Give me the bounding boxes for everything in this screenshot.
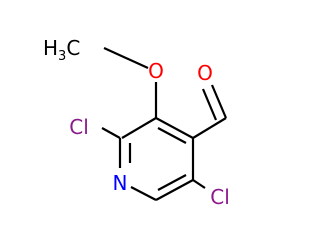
chlorine-2-label: Cl	[69, 115, 89, 139]
methyl-label: H3C	[43, 36, 80, 64]
bond-c5-c6	[155, 179, 194, 201]
bond-o-ch3	[103, 46, 149, 70]
nitrogen-label: N	[113, 171, 128, 195]
chlorine-5-label: Cl	[210, 185, 230, 209]
methoxy-oxygen-label: O	[148, 59, 164, 83]
molecule-structure: H3C O O N Cl Cl	[43, 36, 230, 209]
bond-c4-cho	[192, 117, 227, 139]
bond-c3-c4	[155, 117, 194, 139]
bond-c2-cl	[101, 127, 121, 139]
bond-c3-c4-inner	[157, 127, 187, 144]
bond-c5-c6-inner	[157, 174, 187, 191]
bond-c2-c3	[121, 117, 157, 139]
bond-cho-o-inner	[201, 88, 218, 121]
bond-cho-o	[210, 84, 228, 119]
pyridine-ring	[118, 117, 195, 201]
bond-c6-n	[130, 186, 157, 201]
bond-c5-cl	[192, 179, 206, 189]
aldehyde-oxygen-label: O	[197, 61, 213, 85]
